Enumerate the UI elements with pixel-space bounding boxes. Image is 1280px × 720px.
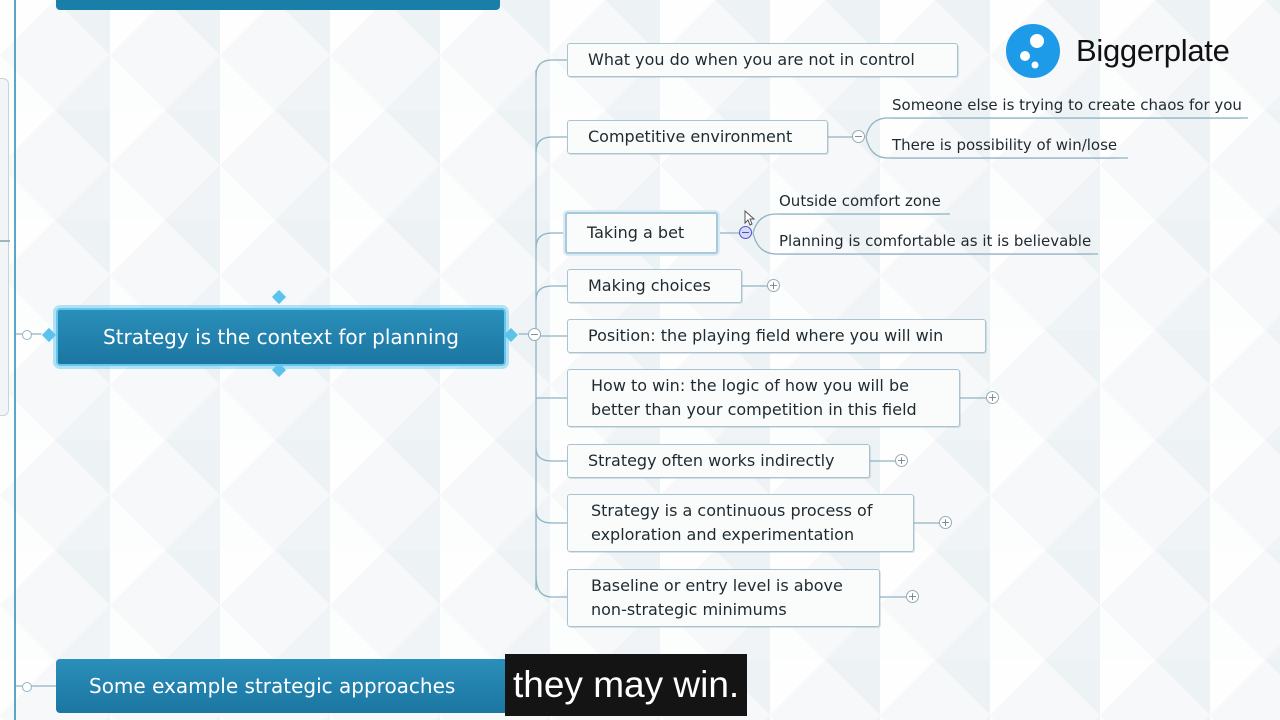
central-collapse-toggle[interactable]: − <box>528 328 541 341</box>
expand-baseline-toggle[interactable]: + <box>906 590 919 603</box>
branch-label: What you do when you are not in control <box>588 50 915 69</box>
branch-how-to-win[interactable]: How to win: the logic of how you will be… <box>567 369 960 427</box>
branch-label: Strategy often works indirectly <box>588 451 835 470</box>
central-left-connector[interactable] <box>22 330 32 340</box>
video-subtitle: they may win. <box>505 654 748 716</box>
branch-label-line-1: Baseline or entry level is above <box>591 576 843 595</box>
branch-works-indirectly[interactable]: Strategy often works indirectly <box>567 444 870 478</box>
subtopic-win-lose[interactable]: There is possibility of win/lose <box>892 136 1118 159</box>
branch-label-line-2: exploration and experimentation <box>591 525 855 544</box>
mouse-cursor-icon <box>744 210 756 226</box>
expand-making-choices-toggle[interactable]: + <box>767 279 780 292</box>
next-main-topic[interactable]: Some example strategic approaches <box>56 659 508 713</box>
collapse-competitive-toggle[interactable]: − <box>852 130 865 143</box>
subtopic-chaos[interactable]: Someone else is trying to create chaos f… <box>892 96 1242 119</box>
subtopic-comfort-zone[interactable]: Outside comfort zone <box>779 192 941 215</box>
central-topic-label: Strategy is the context for planning <box>103 325 459 349</box>
branch-taking-a-bet[interactable]: Taking a bet <box>565 212 718 254</box>
biggerplate-logo-icon <box>1006 24 1060 78</box>
expand-indirectly-toggle[interactable]: + <box>895 454 908 467</box>
branch-not-in-control[interactable]: What you do when you are not in control <box>567 43 958 77</box>
previous-topic-edge[interactable] <box>56 0 500 10</box>
next-topic-label: Some example strategic approaches <box>89 674 456 698</box>
branch-label-line-2: better than your competition in this fie… <box>591 400 917 419</box>
branch-baseline[interactable]: Baseline or entry level is above non-str… <box>567 569 880 627</box>
branch-label: Making choices <box>588 276 711 295</box>
branch-competitive-environment[interactable]: Competitive environment <box>567 120 828 154</box>
next-topic-connector[interactable] <box>22 682 32 692</box>
branch-label: Position: the playing field where you wi… <box>588 326 944 345</box>
branch-label: Taking a bet <box>587 223 685 242</box>
central-topic[interactable]: Strategy is the context for planning <box>56 308 506 366</box>
left-panel-marker <box>0 240 10 242</box>
brand-name: Biggerplate <box>1076 33 1230 68</box>
subtitle-text: they may win. <box>513 664 740 705</box>
branch-continuous-process[interactable]: Strategy is a continuous process of expl… <box>567 494 914 552</box>
branch-making-choices[interactable]: Making choices <box>567 269 742 303</box>
biggerplate-logo: Biggerplate <box>1006 24 1230 78</box>
branch-label-line-1: Strategy is a continuous process of <box>591 501 873 520</box>
subtopic-believable[interactable]: Planning is comfortable as it is believa… <box>779 232 1092 255</box>
branch-label-line-1: How to win: the logic of how you will be <box>591 376 909 395</box>
expand-how-to-win-toggle[interactable]: + <box>986 391 999 404</box>
branch-label-line-2: non-strategic minimums <box>591 600 787 619</box>
left-connector-rail <box>14 0 16 720</box>
expand-continuous-toggle[interactable]: + <box>939 516 952 529</box>
left-panel-edge[interactable] <box>0 78 9 416</box>
collapse-taking-bet-toggle[interactable]: − <box>739 226 752 239</box>
branch-label: Competitive environment <box>588 127 793 146</box>
branch-position[interactable]: Position: the playing field where you wi… <box>567 319 986 353</box>
